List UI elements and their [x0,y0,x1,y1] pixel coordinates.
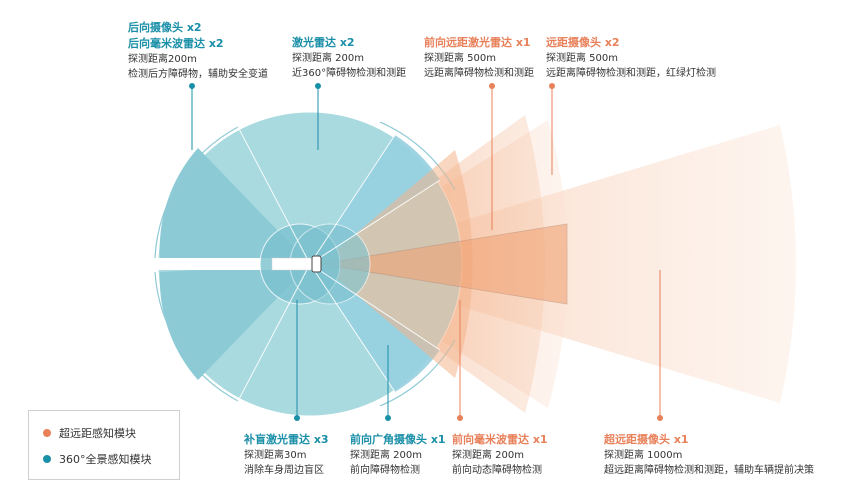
front-lidar-line-2: 远距离障碍物检测和测距 [424,68,534,79]
front-radar-line-1: 探测距离 200m [452,450,525,461]
front-lidar-beam [319,223,568,305]
blind-lidar-line-2: 消除车身周边盲区 [244,465,324,476]
blind-lidar-title: 补盲激光雷达 x3 [244,433,329,446]
label-front-radar: 前向毫米波雷达 x1 探测距离 200m 前向动态障碍物检测 [452,432,548,478]
front-radar-title: 前向毫米波雷达 x1 [452,433,548,446]
sector-lines [237,126,441,402]
ultra-camera-line-1: 探测距离 1000m [604,450,683,461]
front-radar-line-2: 前向动态障碍物检测 [452,465,542,476]
leader-lines [191,86,661,418]
rear-camera-arc [154,126,239,259]
vehicle [271,255,322,273]
rear-line-2: 检测后方障碍物，辅助安全变道 [128,69,268,80]
label-lidar: 激光雷达 x2 探测距离 200m 近360°障碍物检测和测距 [292,35,406,81]
lidar-line-1: 探测距离 200m [292,53,365,64]
rear-title-2: 后向毫米波雷达 x2 [128,37,224,50]
leader-dots [189,83,663,421]
ultra-camera-line-2: 超远距离障碍物检测和测距，辅助车辆提前决策 [604,465,814,476]
rear-line-1: 探测距离200m [128,54,197,65]
wide-camera-title: 前向广角摄像头 x1 [350,433,446,446]
legend-orange-label: 超远距感知模块 [59,427,136,440]
label-ultra-camera: 超远距摄像头 x1 探测距离 1000m 超远距离障碍物检测和测距，辅助车辆提前… [604,432,814,478]
long-camera-line-1: 探测距离 500m [546,53,619,64]
label-long-camera: 远距摄像头 x2 探测距离 500m 远距离障碍物检测和测距，红绿灯检测 [546,35,716,81]
blind-lidar-line-1: 探测距离30m [244,450,307,461]
wide-camera-line-1: 探测距离 200m [350,450,423,461]
wide-camera-line-2: 前向障碍物检测 [350,465,420,476]
label-rear-sensors: 后向摄像头 x2 后向毫米波雷达 x2 探测距离200m 检测后方障碍物，辅助安… [128,20,268,82]
rear-title-1: 后向摄像头 x2 [128,21,202,34]
long-camera-line-2: 远距离障碍物检测和测距，红绿灯检测 [546,68,716,79]
orange-dot-icon [43,429,51,437]
label-front-long-lidar: 前向远距激光雷达 x1 探测距离 500m 远距离障碍物检测和测距 [424,35,534,81]
label-wide-camera: 前向广角摄像头 x1 探测距离 200m 前向障碍物检测 [350,432,446,478]
label-blind-lidar: 补盲激光雷达 x3 探测距离30m 消除车身周边盲区 [244,432,329,478]
legend-item-blue: 360°全景感知模块 [43,451,152,467]
legend: 超远距感知模块 360°全景感知模块 [28,410,180,480]
rear-camera-arc-lower [154,271,239,402]
front-lidar-line-1: 探测距离 500m [424,53,497,64]
lidar-title: 激光雷达 x2 [292,36,355,49]
long-camera-title: 远距摄像头 x2 [546,36,620,49]
lidar-line-2: 近360°障碍物检测和测距 [292,68,407,79]
ultra-camera-title: 超远距摄像头 x1 [604,433,689,446]
legend-blue-label: 360°全景感知模块 [59,453,152,466]
legend-item-orange: 超远距感知模块 [43,425,136,441]
blue-dot-icon [43,455,51,463]
front-lidar-title: 前向远距激光雷达 x1 [424,36,531,49]
